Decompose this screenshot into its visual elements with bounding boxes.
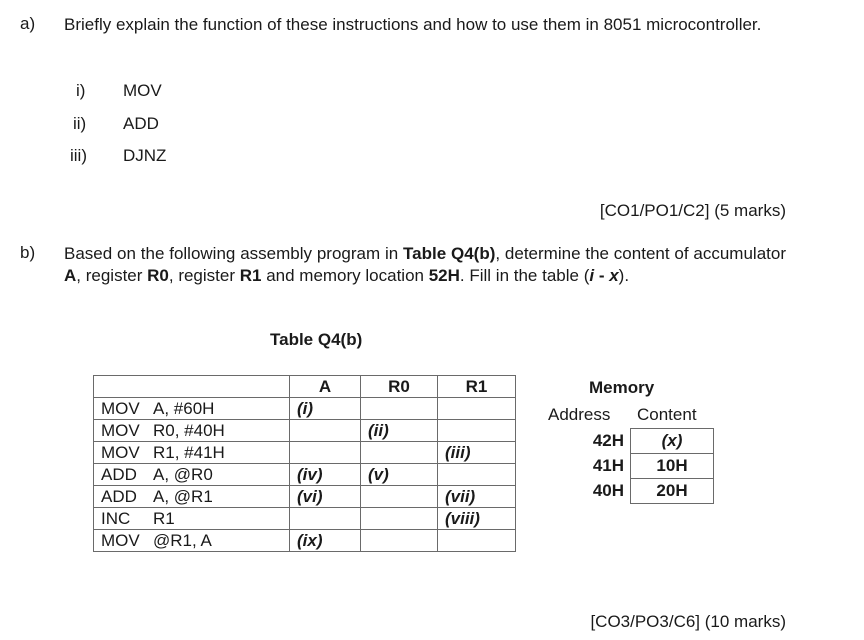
table-row: MOV R0, #40H (ii) <box>93 419 516 442</box>
table-row: MOV @R1, A (ix) <box>93 529 516 552</box>
part-b-label: b) <box>20 243 36 262</box>
cell-r1: (vii) <box>437 485 516 508</box>
part-b-question: Based on the following assembly program … <box>64 244 786 285</box>
mnemonic: INC <box>101 508 131 528</box>
part-b-marks: [CO3/PO3/C6] (10 marks) <box>590 612 786 631</box>
cell-r0 <box>360 397 438 420</box>
memory-row: 42H (x) <box>570 428 714 454</box>
cell-r1: (viii) <box>437 507 516 530</box>
operand: A, @R0 <box>153 464 213 484</box>
item-i-text: MOV <box>123 81 162 100</box>
cell-a: (i) <box>289 397 361 420</box>
cell-a: (vi) <box>289 485 361 508</box>
operand: R1 <box>153 508 175 528</box>
part-a-marks: [CO1/PO1/C2] (5 marks) <box>599 201 786 220</box>
table-row: INC R1 (viii) <box>93 507 516 530</box>
memory-content: 20H <box>630 478 714 504</box>
instruction-cell: ADD A, @R0 <box>93 463 290 486</box>
cell-r0: (v) <box>360 463 438 486</box>
cell-a <box>289 507 361 530</box>
mnemonic: MOV <box>101 530 140 550</box>
table-caption: Table Q4(b) <box>270 330 363 349</box>
cell-r0 <box>360 441 438 464</box>
instruction-cell: MOV R1, #41H <box>93 441 290 464</box>
memory-title: Memory <box>589 378 655 397</box>
cell-r1 <box>437 529 516 552</box>
mnemonic: MOV <box>101 442 140 462</box>
operand: R1, #41H <box>153 442 225 462</box>
table-row: ADD A, @R0 (iv) (v) <box>93 463 516 486</box>
header-r0: R0 <box>360 375 438 398</box>
cell-r1: (iii) <box>437 441 516 464</box>
cell-a <box>289 441 361 464</box>
memory-address: 41H <box>592 456 624 475</box>
mnemonic: ADD <box>101 464 137 484</box>
item-iii-number: iii) <box>70 146 87 165</box>
cell-r1 <box>437 419 516 442</box>
mnemonic: ADD <box>101 486 137 506</box>
cell-a: (ix) <box>289 529 361 552</box>
item-iii-text: DJNZ <box>123 146 167 165</box>
memory-row: 41H 10H <box>570 453 714 479</box>
operand: R0, #40H <box>153 420 225 440</box>
instruction-cell: MOV R0, #40H <box>93 419 290 442</box>
instruction-cell: MOV A, #60H <box>93 397 290 420</box>
mnemonic: MOV <box>101 420 140 440</box>
instruction-cell: INC R1 <box>93 507 290 530</box>
memory-address-header: Address <box>548 405 611 424</box>
header-a: A <box>289 375 361 398</box>
header-instruction <box>93 375 290 398</box>
table-row: MOV R1, #41H (iii) <box>93 441 516 464</box>
table-row: ADD A, @R1 (vi) (vii) <box>93 485 516 508</box>
operand: A, @R1 <box>153 486 213 506</box>
cell-a <box>289 419 361 442</box>
cell-a: (iv) <box>289 463 361 486</box>
header-r1: R1 <box>437 375 516 398</box>
cell-r0: (ii) <box>360 419 438 442</box>
memory-address: 42H <box>592 431 624 450</box>
memory-content: 10H <box>630 453 714 479</box>
cell-r0 <box>360 507 438 530</box>
item-i-number: i) <box>76 81 86 100</box>
memory-row: 40H 20H <box>570 478 714 504</box>
cell-r0 <box>360 529 438 552</box>
table-header-row: A R0 R1 <box>93 375 516 398</box>
part-a-question: Briefly explain the function of these in… <box>64 15 762 34</box>
operand: @R1, A <box>153 530 212 550</box>
item-ii-text: ADD <box>123 114 159 133</box>
instruction-cell: ADD A, @R1 <box>93 485 290 508</box>
instruction-cell: MOV @R1, A <box>93 529 290 552</box>
memory-address: 40H <box>592 481 624 500</box>
cell-r0 <box>360 485 438 508</box>
part-a-label: a) <box>20 14 36 33</box>
item-ii-number: ii) <box>73 114 87 133</box>
table-row: MOV A, #60H (i) <box>93 397 516 420</box>
memory-table: 42H (x) 41H 10H 40H 20H <box>570 428 714 504</box>
operand: A, #60H <box>153 398 215 418</box>
memory-content: (x) <box>630 428 714 454</box>
cell-r1 <box>437 463 516 486</box>
mnemonic: MOV <box>101 398 140 418</box>
memory-content-header: Content <box>637 405 697 424</box>
cell-r1 <box>437 397 516 420</box>
